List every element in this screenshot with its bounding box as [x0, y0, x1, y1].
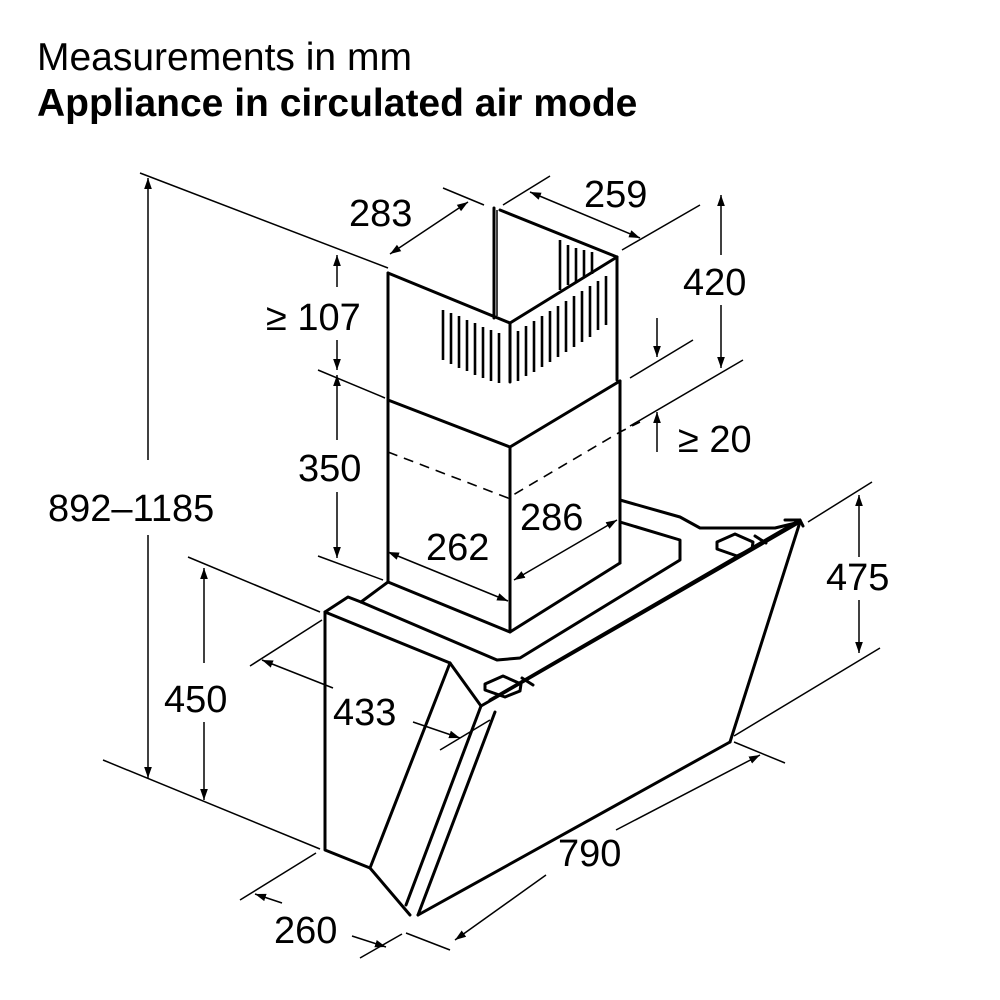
hood-body	[323, 498, 805, 917]
label-lower-chimney-width: 262	[426, 527, 489, 569]
label-chimney-depth-top: 283	[349, 193, 412, 235]
label-hood-width: 790	[558, 833, 621, 875]
label-chimney-width-top: 259	[584, 174, 647, 216]
lower-chimney	[386, 379, 641, 634]
label-min-overlap: ≥ 20	[678, 419, 752, 461]
label-base-depth: 260	[274, 910, 337, 952]
drawing-title: Appliance in circulated air mode	[37, 82, 638, 125]
label-upper-chimney-height: 420	[683, 262, 746, 304]
dimension-labels: 892–1185 283 259 ≥ 107 420 ≥ 20 350 262 …	[48, 174, 889, 952]
label-total-height: 892–1185	[48, 488, 214, 530]
label-body-height: 450	[164, 679, 227, 721]
panel-clip-left	[483, 674, 535, 699]
vent-slots-left	[441, 310, 501, 383]
vent-slots-right	[516, 276, 608, 381]
label-lower-chimney-height: 350	[298, 448, 361, 490]
label-lower-chimney-depth: 286	[520, 497, 583, 539]
dimension-lines	[102, 172, 881, 959]
measurements-unit-label: Measurements in mm	[37, 36, 412, 79]
label-min-top-gap: ≥ 107	[266, 297, 361, 339]
label-hood-depth: 433	[333, 692, 396, 734]
upper-chimney	[386, 206, 619, 384]
panel-clip-right	[715, 532, 768, 558]
label-hood-height: 475	[826, 557, 889, 599]
